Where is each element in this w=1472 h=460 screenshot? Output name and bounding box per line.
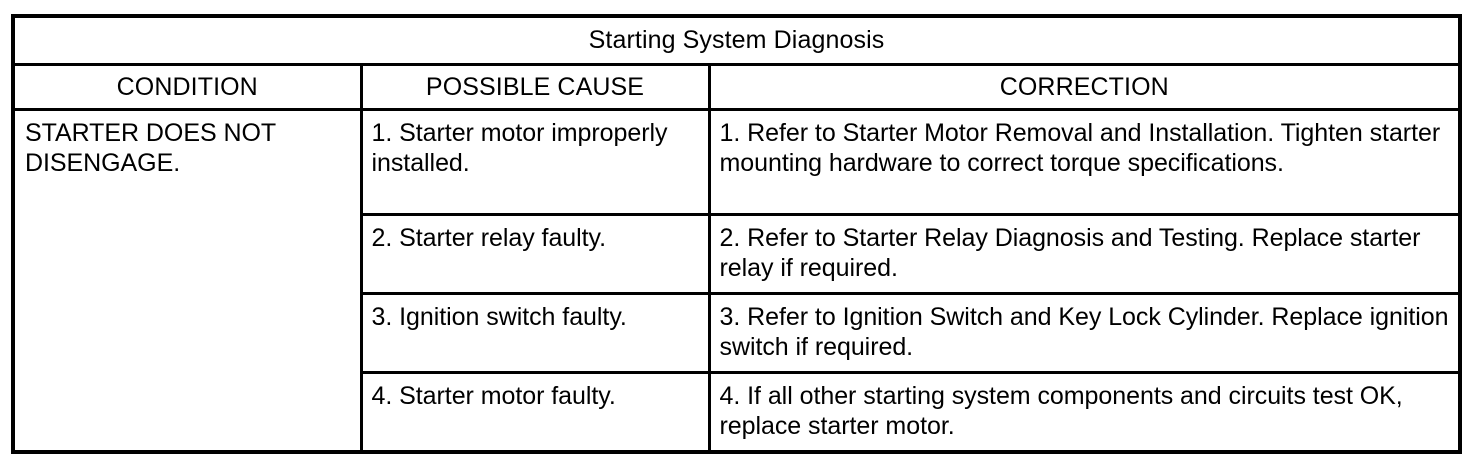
possible-cause-text: 1. Starter motor improperly installed. [371, 119, 668, 177]
possible-cause-cell: 1. Starter motor improperly installed. [359, 108, 711, 216]
column-header-condition-label: CONDITION [116, 73, 258, 101]
table-title-row: Starting System Diagnosis [10, 14, 1463, 66]
condition-text: STARTER DOES NOT DISENGAGE. [25, 119, 276, 177]
correction-text: 1. Refer to Starter Motor Removal and In… [719, 119, 1441, 177]
correction-text: 2. Refer to Starter Relay Diagnosis and … [719, 224, 1421, 282]
table-row: 4. Starter motor faulty. 4. If all other… [13, 371, 1463, 454]
table-row: STARTER DOES NOT DISENGAGE. 1. Starter m… [11, 108, 1463, 454]
table-title-cell: Starting System Diagnosis [10, 14, 1463, 66]
possible-cause-text: 4. Starter motor faulty. [371, 382, 616, 410]
possible-cause-cell: 2. Starter relay faulty. [359, 213, 711, 295]
correction-text: 4. If all other starting system componen… [719, 382, 1403, 440]
table-row: 2. Starter relay faulty. 2. Refer to Sta… [13, 213, 1463, 295]
correction-cell: 2. Refer to Starter Relay Diagnosis and … [707, 213, 1463, 295]
possible-cause-text: 2. Starter relay faulty. [371, 224, 607, 252]
possible-cause-cell: 3. Ignition switch faulty. [359, 292, 711, 374]
column-header-possible-cause-label: POSSIBLE CAUSE [425, 73, 645, 101]
correction-cell: 3. Refer to Ignition Switch and Key Lock… [707, 292, 1463, 374]
starting-system-diagnosis-table: Starting System Diagnosis CONDITION POSS… [10, 14, 1463, 454]
correction-text: 3. Refer to Ignition Switch and Key Lock… [719, 303, 1449, 361]
column-header-condition: CONDITION [11, 63, 363, 111]
correction-cell: 4. If all other starting system componen… [707, 371, 1463, 454]
table-title: Starting System Diagnosis [588, 26, 885, 54]
correction-cell: 1. Refer to Starter Motor Removal and In… [707, 108, 1463, 216]
condition-cell: STARTER DOES NOT DISENGAGE. [11, 108, 363, 454]
table-header-row: CONDITION POSSIBLE CAUSE CORRECTION [11, 63, 1463, 111]
column-header-possible-cause: POSSIBLE CAUSE [359, 63, 711, 111]
possible-cause-cell: 4. Starter motor faulty. [359, 371, 711, 454]
column-header-correction-label: CORRECTION [999, 73, 1169, 101]
column-header-correction: CORRECTION [707, 63, 1463, 111]
possible-cause-text: 3. Ignition switch faulty. [371, 303, 627, 331]
table-row: 3. Ignition switch faulty. 3. Refer to I… [13, 292, 1463, 374]
